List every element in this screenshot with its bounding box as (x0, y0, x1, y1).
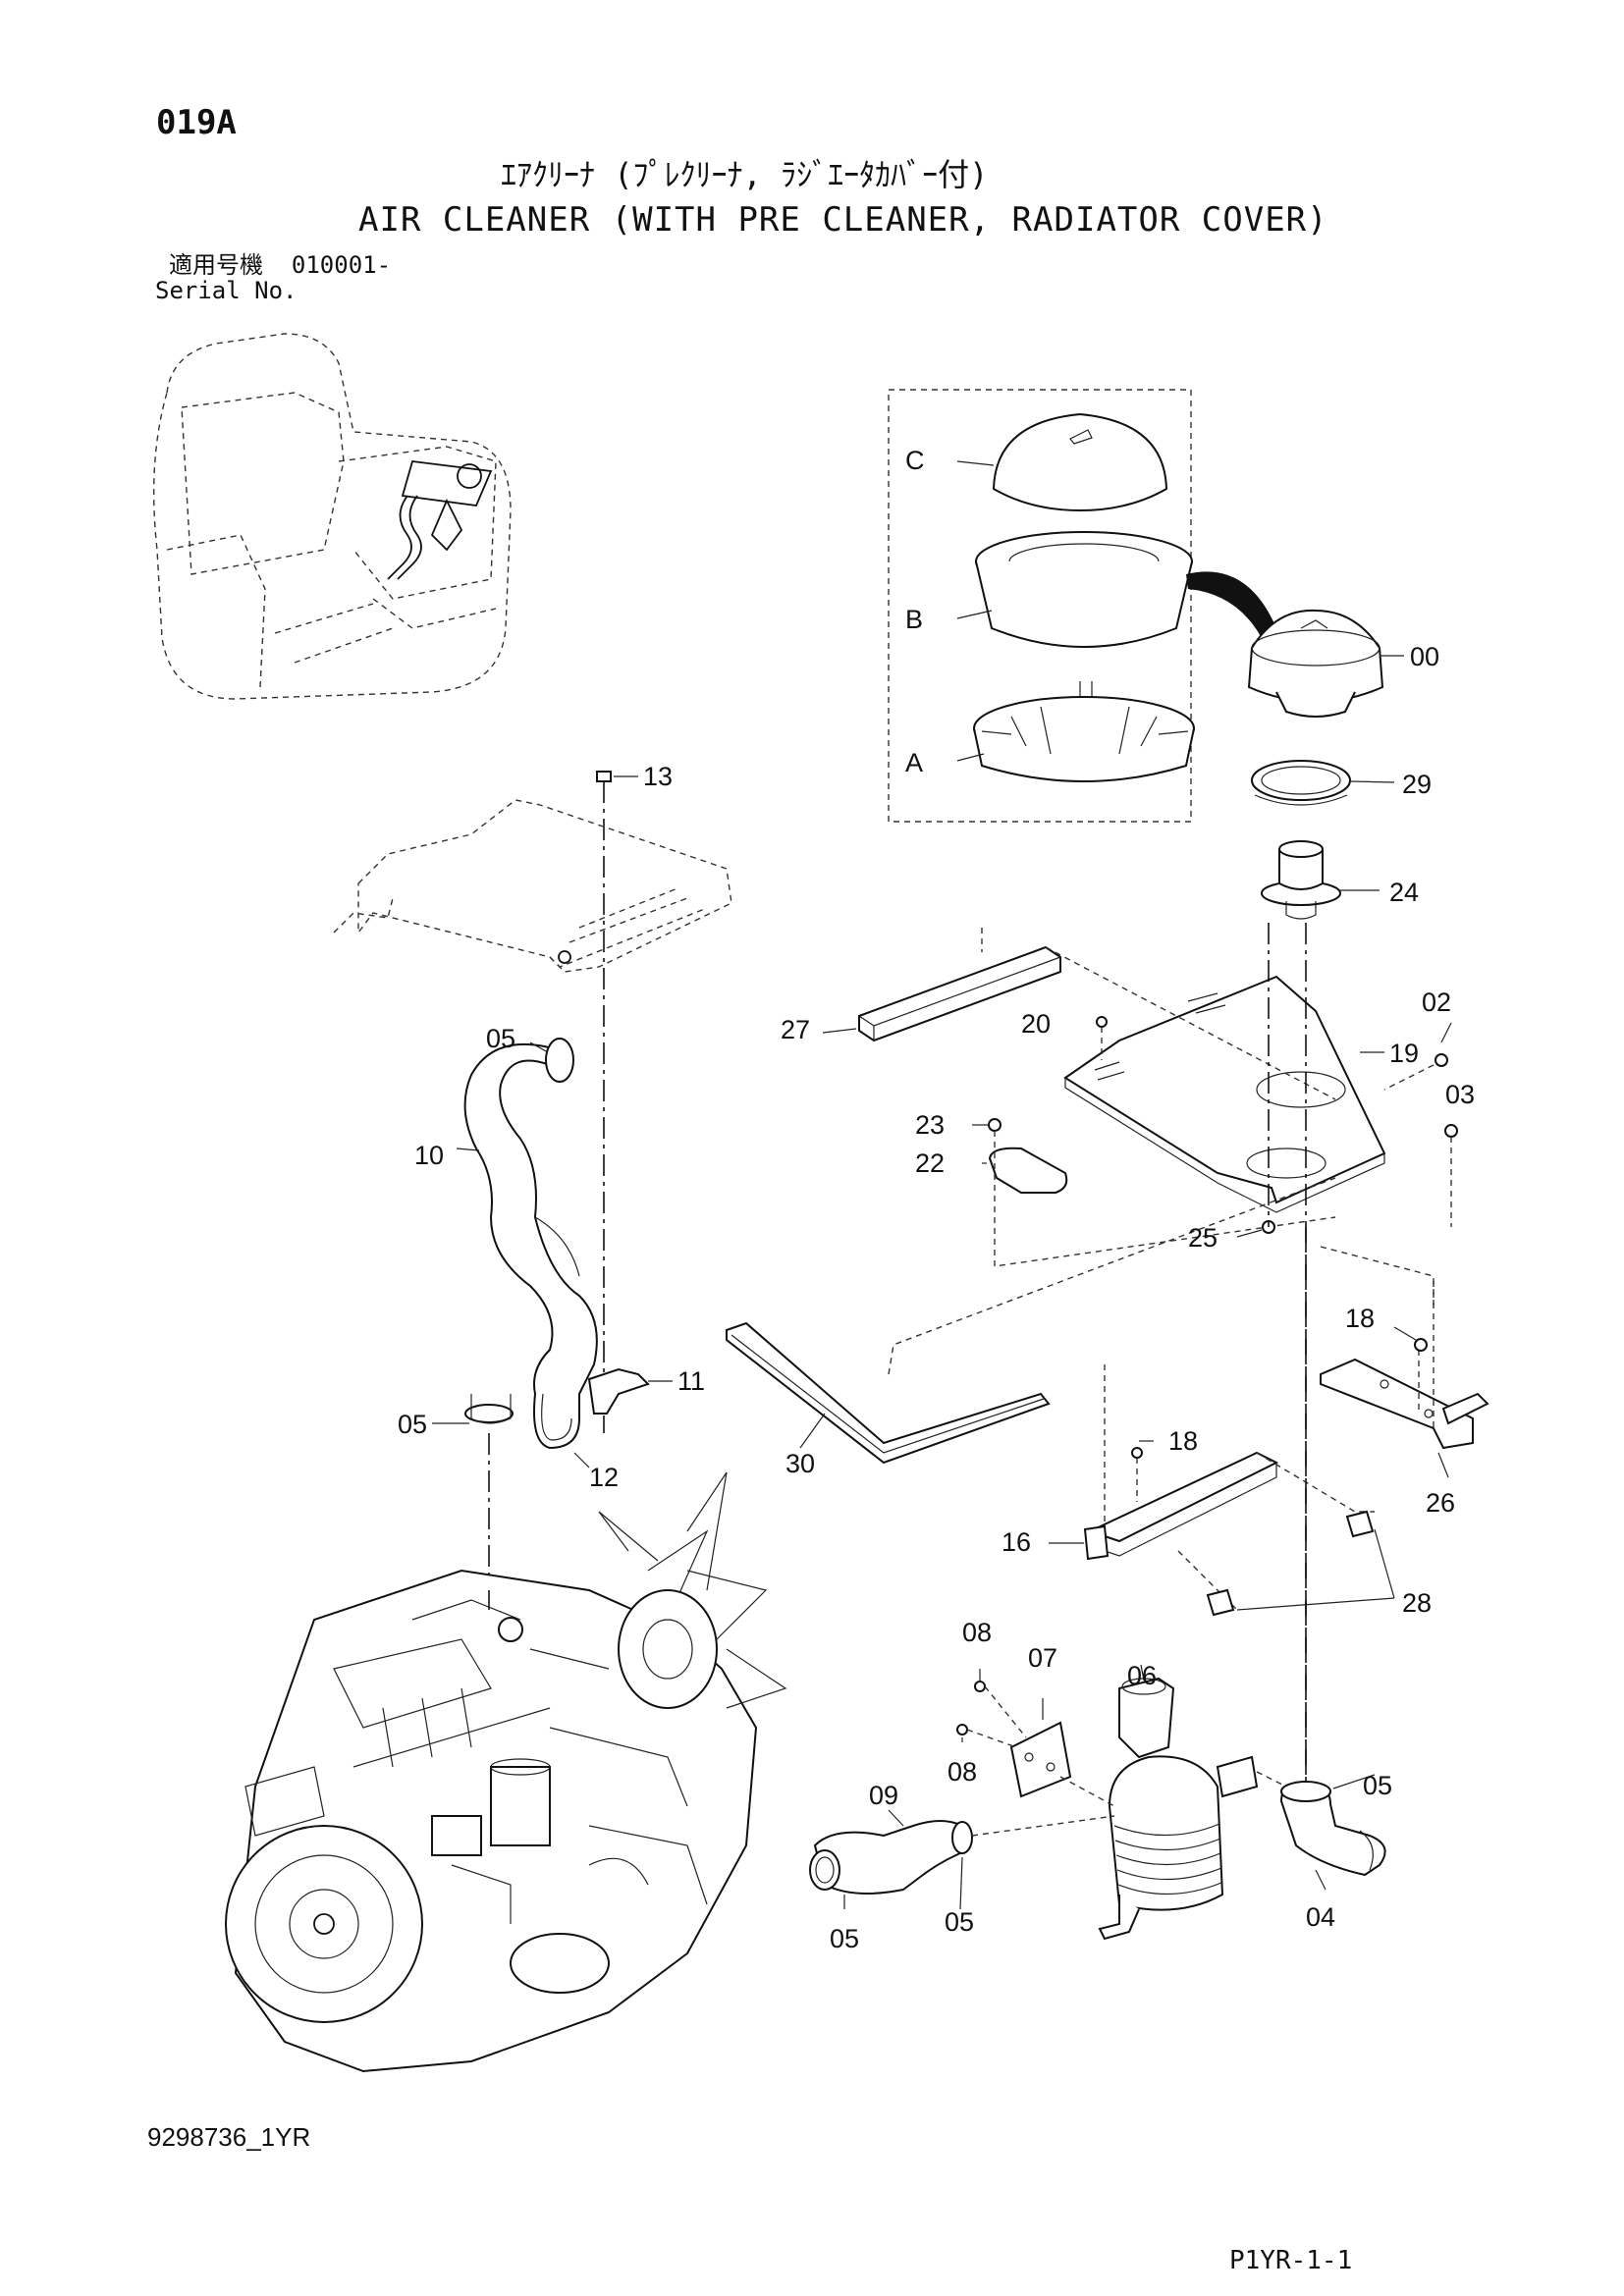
part-00-pre-cleaner (1247, 609, 1404, 718)
part-06-air-cleaner (1059, 1664, 1297, 1941)
callout-22: 22 (915, 1148, 946, 1178)
engine-sketch (225, 1471, 787, 2073)
callout-08-top: 08 (962, 1618, 993, 1647)
callout-12: 12 (589, 1463, 620, 1492)
callout-16: 16 (1001, 1527, 1032, 1557)
part-07-bracket (956, 1669, 1072, 1798)
callout-03: 03 (1445, 1080, 1476, 1109)
callout-25: 25 (1188, 1223, 1218, 1253)
page-id: 019A (156, 103, 237, 142)
part-27-strip (822, 928, 1336, 1100)
callout-18-lower: 18 (1168, 1426, 1199, 1456)
serial-label-english: Serial No. (155, 277, 298, 304)
callout-13: 13 (643, 762, 674, 791)
bolt-13 (596, 771, 638, 1433)
title-japanese: ｴｱｸﾘｰﾅ (ﾌﾟﾚｸﾘｰﾅ, ﾗｼﾞｴｰﾀｶﾊﾞｰ付) (501, 156, 989, 193)
page-code: P1YR-1-1 (1229, 2246, 1353, 2275)
part-26-bracket (1320, 1246, 1489, 1478)
callout-19: 19 (1389, 1039, 1420, 1068)
part-09-hose (809, 1809, 1115, 1910)
callout-08-bottom: 08 (947, 1757, 978, 1787)
bolt-20 (1096, 1016, 1108, 1028)
callout-06: 06 (1127, 1661, 1158, 1690)
callout-23: 23 (915, 1110, 946, 1140)
callout-a: A (905, 748, 924, 777)
serial-value: 010001- (291, 251, 392, 279)
callout-28: 28 (1402, 1588, 1433, 1618)
radiator-cover-sheet (333, 799, 732, 973)
callout-05-right: 05 (1363, 1771, 1393, 1800)
part-30-seal (726, 1177, 1336, 1465)
part-c-cap (956, 412, 1168, 512)
part-29-clamp (1251, 760, 1395, 806)
callout-30: 30 (785, 1449, 816, 1478)
pre-cleaner-detail-box (888, 389, 1192, 823)
bolts-02-03 (1383, 1022, 1458, 1227)
callout-20: 20 (1021, 1009, 1052, 1039)
callout-04: 04 (1306, 1902, 1336, 1932)
part-24-adapter (1261, 840, 1380, 920)
title-english: AIR CLEANER (WITH PRE CLEANER, RADIATOR … (358, 200, 1328, 240)
callout-10: 10 (414, 1141, 445, 1170)
callout-05-bottom-left: 05 (830, 1924, 860, 1953)
callout-b: B (905, 605, 924, 634)
part-22-cover (972, 1118, 1336, 1267)
callout-26: 26 (1426, 1488, 1456, 1518)
part-b-ring (956, 531, 1193, 648)
callout-07: 07 (1028, 1643, 1058, 1673)
part-19-plate (1063, 975, 1386, 1213)
serial-label-japanese: 適用号機 010001- (169, 253, 391, 277)
callout-05-top: 05 (486, 1024, 516, 1053)
callout-27: 27 (781, 1015, 811, 1044)
part-16-bracket (1049, 1364, 1395, 1617)
machine-overview-sketch (152, 333, 512, 700)
callout-11: 11 (677, 1366, 706, 1396)
part-11-bracket (533, 1367, 673, 1468)
document-code: 9298736_1YR (147, 2122, 311, 2152)
part-04-elbow (1279, 923, 1386, 1891)
part-a-fin-plate (956, 681, 1195, 782)
callout-05-mid: 05 (398, 1410, 428, 1439)
callout-09: 09 (869, 1781, 899, 1810)
callout-05-bottom-mid: 05 (945, 1907, 975, 1937)
callout-02: 02 (1422, 988, 1452, 1017)
part-10-hose (432, 1038, 598, 1590)
serial-label-jp: 適用号機 (169, 251, 263, 279)
callout-29: 29 (1402, 770, 1433, 799)
callout-24: 24 (1389, 878, 1420, 907)
callout-00: 00 (1410, 642, 1440, 671)
callout-18-upper: 18 (1345, 1304, 1376, 1333)
callout-c: C (905, 446, 925, 475)
